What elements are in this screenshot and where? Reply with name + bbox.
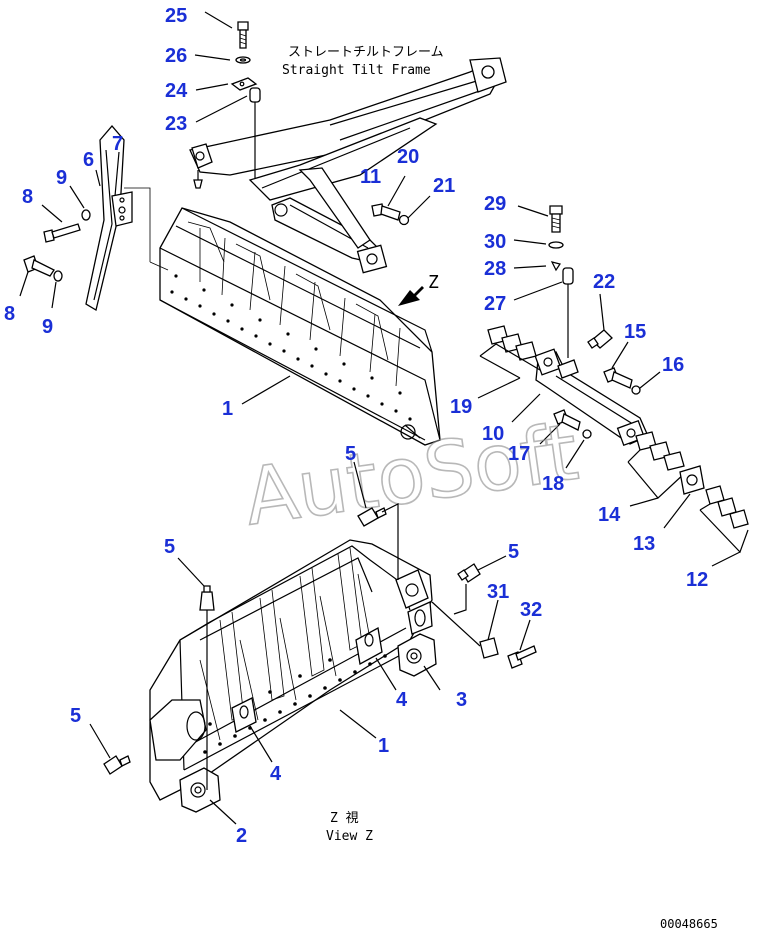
clevis-bracket-2	[179, 767, 237, 825]
callout-15: 15	[624, 321, 646, 343]
frame-caption-en: Straight Tilt Frame	[282, 63, 431, 78]
grease-fitting-5a	[353, 461, 399, 580]
grease-fitting-5b	[177, 557, 215, 790]
callout-25: 25	[165, 5, 187, 27]
bolt-8-upper	[41, 185, 91, 243]
bolt-15-washer-16	[603, 341, 661, 395]
callout-20: 20	[397, 146, 419, 168]
callout-6: 6	[83, 149, 94, 171]
leader-10	[511, 393, 541, 423]
bolt-17-washer-18	[539, 409, 592, 469]
blade-frame-upper	[159, 207, 441, 446]
callout-8b: 8	[4, 303, 15, 325]
callout-1-lower: 1	[378, 735, 389, 757]
callout-9b: 9	[42, 316, 53, 338]
drawing-number: 00048665	[660, 917, 718, 931]
hardware-set-right	[513, 205, 564, 301]
callout-29: 29	[484, 193, 506, 215]
grease-fitting-22	[587, 293, 613, 349]
callout-17: 17	[508, 443, 530, 465]
callout-3: 3	[456, 689, 467, 711]
callout-28: 28	[484, 258, 506, 280]
callout-4-right: 4	[396, 689, 408, 711]
callout-24: 24	[165, 80, 188, 102]
callout-30: 30	[484, 231, 506, 253]
blade-frame-view-z	[149, 539, 433, 801]
clevis-bracket-3	[397, 633, 441, 691]
cover-31-bolt-32	[431, 599, 537, 669]
shim-stack-12	[699, 485, 749, 567]
grease-fitting-5d	[89, 723, 131, 775]
bolt-hole-row-upper	[170, 274, 412, 421]
leader-1-upper	[241, 375, 291, 405]
callout-5-left: 5	[164, 536, 175, 558]
callout-5-right: 5	[508, 541, 519, 563]
callout-5-lower: 5	[70, 705, 81, 727]
view-z-arrow: Z	[398, 272, 439, 306]
callout-10: 10	[482, 423, 504, 445]
callout-2: 2	[236, 825, 247, 847]
callout-22: 22	[593, 271, 615, 293]
view-arrow-label: Z	[428, 272, 439, 293]
bolt-and-washer-20-21	[371, 175, 431, 226]
grease-fitting-5c	[453, 555, 507, 615]
callout-23: 23	[165, 113, 187, 135]
callout-numbers: 25 26 24 23 7 6 9 8 8 9 20 11 21 29 30 2…	[4, 5, 708, 847]
callout-16: 16	[662, 354, 684, 376]
callout-14: 14	[598, 504, 621, 526]
callout-4-left: 4	[270, 763, 282, 785]
leader-1-lower	[339, 709, 377, 739]
callout-27: 27	[484, 293, 506, 315]
lift-bracket-6-7	[85, 125, 169, 312]
hardware-set-upper	[194, 11, 258, 123]
shim-stack-19	[477, 325, 541, 399]
callout-9a: 9	[56, 167, 67, 189]
shim-stack-14	[627, 431, 687, 507]
callout-32: 32	[520, 599, 542, 621]
callout-18: 18	[542, 473, 564, 495]
plate-13	[663, 465, 705, 529]
callout-8a: 8	[22, 186, 33, 208]
mount-plates-4	[231, 626, 397, 763]
callout-13: 13	[633, 533, 655, 555]
callout-12: 12	[686, 569, 708, 591]
callout-11: 11	[360, 166, 381, 188]
bolt-8-lower	[19, 255, 63, 309]
view-caption-jp: Z 視	[330, 811, 359, 826]
callout-26: 26	[165, 45, 187, 67]
callout-19: 19	[450, 396, 472, 418]
callout-5-upper: 5	[345, 443, 356, 465]
frame-caption-jp: ストレートチルトフレーム	[288, 45, 444, 60]
callout-31: 31	[487, 581, 509, 603]
bolt-hole-row-lower	[203, 642, 402, 754]
callout-21: 21	[433, 175, 455, 197]
callout-7: 7	[112, 133, 123, 155]
view-caption-en: View Z	[326, 829, 373, 844]
straight-tilt-frame-drawing	[189, 57, 507, 274]
callout-1-upper: 1	[222, 398, 233, 420]
